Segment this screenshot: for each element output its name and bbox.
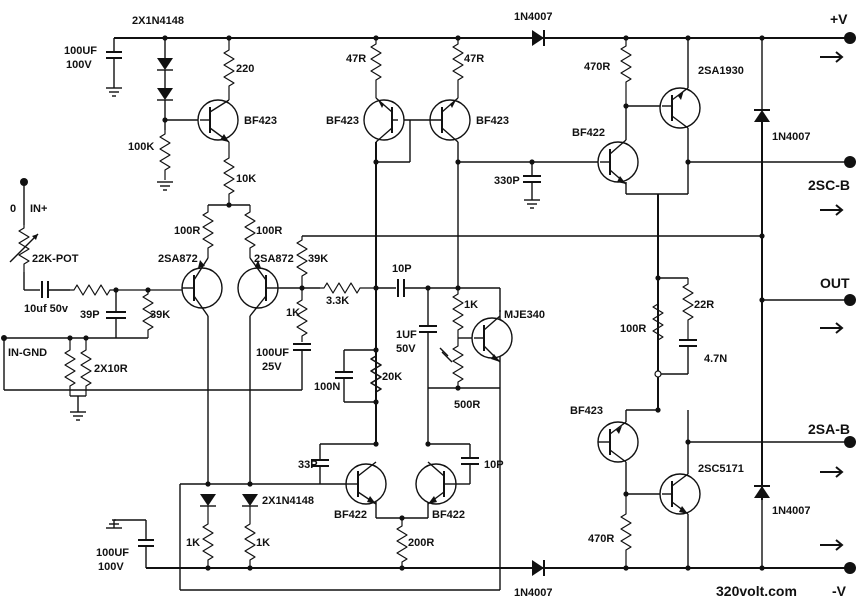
sa-bias-terminal[interactable] (844, 436, 856, 448)
transistor-diff-left[interactable] (181, 257, 223, 317)
in-gnd-label: IN-GND (8, 347, 47, 359)
cap-fb-voltage-label: 25V (262, 361, 282, 373)
q-diff-left-label: 2SA872 (158, 253, 198, 265)
website-label: 320volt.com (716, 583, 797, 599)
c330p-label: 330P (494, 175, 520, 187)
r22r-label: 22R (694, 299, 714, 311)
input-section (3, 182, 302, 421)
vplus-terminal[interactable] (844, 32, 856, 44)
transistor-vbe-multiplier[interactable] (471, 315, 513, 363)
current-mirror-section (370, 35, 620, 444)
diode-bottom-label: 2X1N4148 (262, 495, 314, 507)
r200r-label: 200R (408, 537, 434, 549)
q-driver-bottom-label: BF423 (570, 405, 603, 417)
diff-collectors (205, 316, 253, 487)
in-plus-label: IN+ (30, 203, 47, 215)
transistor-cm-left[interactable] (363, 97, 405, 143)
bottom-bias-section (106, 494, 258, 571)
r470r-bottom-label: 470R (588, 533, 614, 545)
arrow-icon (820, 51, 844, 551)
cap-bottom-label: 100UF (96, 547, 129, 559)
r100r-right-label: 100R (256, 225, 282, 237)
r47r-left-label: 47R (346, 53, 366, 65)
r1k-left-label: 1K (186, 537, 200, 549)
transistor-output-top[interactable] (659, 87, 701, 129)
c1uf-label: 1UF (396, 329, 417, 341)
r1k-fb-label: 1K (286, 307, 300, 319)
cap-bottom-voltage-label: 100V (98, 561, 124, 573)
r470r-top-label: 470R (584, 61, 610, 73)
c100n-label: 100N (314, 381, 340, 393)
vplus-label: +V (830, 11, 848, 27)
transistor-driver-top[interactable] (597, 139, 639, 185)
vminus-terminal[interactable] (844, 562, 856, 574)
top-bias-section (106, 35, 256, 258)
r3k3-label: 3.3K (326, 295, 349, 307)
transistor-vas-low-left[interactable] (345, 461, 387, 505)
d-clamp-top-label: 1N4007 (772, 131, 811, 143)
sc-bias-terminal[interactable] (844, 156, 856, 168)
transistor-vas-low-right[interactable] (415, 461, 457, 505)
cap-top-label: 100UF (64, 45, 97, 57)
c33p-label: 33P (298, 459, 318, 471)
r10k-label: 10K (236, 173, 256, 185)
q-cm-right-label: BF423 (476, 115, 509, 127)
r47r-right-label: 47R (464, 53, 484, 65)
sa-bias-label: 2SA-B (808, 421, 850, 437)
q-output-top-label: 2SA1930 (698, 65, 744, 77)
r100k-label: 100K (128, 141, 154, 153)
diode-rail-top (532, 30, 545, 46)
diode-rail-bottom (532, 560, 545, 576)
q-vas-low-left-label: BF422 (334, 509, 367, 521)
c4n7-label: 4.7N (704, 353, 727, 365)
cap-top-voltage-label: 100V (66, 59, 92, 71)
transistor-top-bias[interactable] (197, 99, 239, 143)
r100r-left-label: 100R (174, 225, 200, 237)
transistor-output-bottom[interactable] (659, 473, 701, 515)
q-cm-left-label: BF423 (326, 115, 359, 127)
d-clamp-bottom-label: 1N4007 (772, 505, 811, 517)
r220-label: 220 (236, 63, 254, 75)
transistor-diff-right[interactable] (237, 257, 280, 317)
r20k-label: 20K (382, 371, 402, 383)
r39k-in-label: 39K (150, 309, 170, 321)
q-top-bias-label: BF423 (244, 115, 277, 127)
q-vbe-label: MJE340 (504, 309, 545, 321)
r500r-label: 500R (454, 399, 480, 411)
q-driver-top-label: BF422 (572, 127, 605, 139)
sc-bias-label: 2SC-B (808, 177, 850, 193)
output-stage (523, 35, 848, 571)
c39p-label: 39P (80, 309, 100, 321)
cap-fb-label: 100UF (256, 347, 289, 359)
r39k-fb-label: 39K (308, 253, 328, 265)
q-output-bottom-label: 2SC5171 (698, 463, 744, 475)
transistor-cm-right[interactable] (418, 97, 471, 143)
diode-rail-bottom-label: 1N4007 (514, 587, 553, 599)
r1k-right-label: 1K (256, 537, 270, 549)
c10p-bottom-label: 10P (484, 459, 504, 471)
c1uf-voltage-label: 50V (396, 343, 416, 355)
r1k-vbe-label: 1K (464, 299, 478, 311)
diode-top-label: 2X1N4148 (132, 15, 184, 27)
q-diff-right-label: 2SA872 (254, 253, 294, 265)
lower-vas-section (179, 388, 501, 591)
out-terminal[interactable] (844, 294, 856, 306)
in-zero-label: 0 (10, 203, 16, 215)
vminus-label: -V (832, 583, 847, 599)
r100r-out-label: 100R (620, 323, 646, 335)
transistor-driver-bottom[interactable] (597, 421, 639, 463)
c10p-top-label: 10P (392, 263, 412, 275)
feedback-network (280, 235, 762, 390)
r2x10r-label: 2X10R (94, 363, 128, 375)
cap-in-label: 10uf 50v (24, 303, 69, 315)
pot-label: 22K-POT (32, 253, 79, 265)
out-label: OUT (820, 275, 850, 291)
q-vas-low-right-label: BF422 (432, 509, 465, 521)
diode-rail-top-label: 1N4007 (514, 11, 553, 23)
